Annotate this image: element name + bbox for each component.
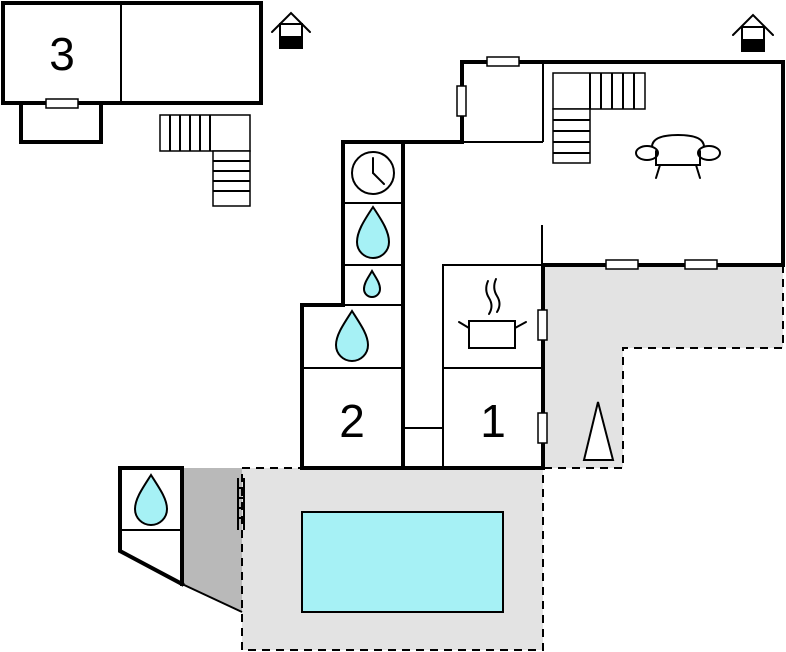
pool-house xyxy=(118,466,243,613)
room-2-label: 2 xyxy=(339,395,365,447)
stairs-icon xyxy=(552,72,646,164)
window xyxy=(45,98,79,109)
house-icon xyxy=(271,11,311,49)
window xyxy=(537,309,548,341)
window xyxy=(456,85,467,117)
room-3-label: 3 xyxy=(49,28,75,80)
stairs-icon xyxy=(159,114,251,207)
main-building-wall xyxy=(300,60,785,470)
house-icon xyxy=(732,13,774,52)
terrace-side xyxy=(182,468,242,612)
tree-icon xyxy=(582,401,615,461)
clock-icon xyxy=(351,151,395,195)
water-drop-icon xyxy=(355,205,391,259)
terrace-right xyxy=(543,265,783,468)
terrace-right-outline xyxy=(543,265,784,469)
sofa-icon xyxy=(635,133,721,179)
window xyxy=(537,412,548,444)
interior-wall xyxy=(442,264,543,468)
room-1-label: 1 xyxy=(480,395,506,447)
window xyxy=(684,259,718,270)
ladder-icon xyxy=(237,478,245,530)
building-room-3 xyxy=(1,1,263,144)
water-drop-icon xyxy=(362,268,382,298)
window xyxy=(486,56,520,67)
water-drop-icon xyxy=(133,473,169,526)
pool xyxy=(301,511,504,613)
water-drop-icon xyxy=(334,309,370,362)
window xyxy=(605,259,639,270)
cooking-pot-icon xyxy=(458,278,527,349)
